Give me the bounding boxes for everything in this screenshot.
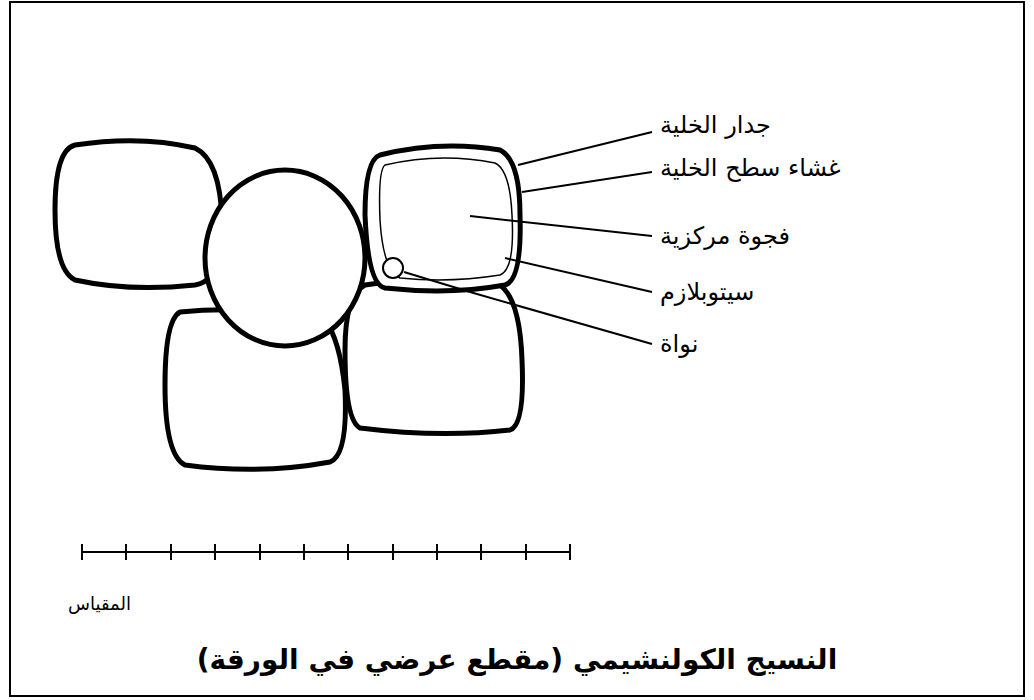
frame [10, 2, 1024, 696]
caption: النسيج الكولنشيمي (مقطع عرضي في الورقة) [197, 643, 837, 677]
leader-line [470, 292, 652, 344]
leader-line [404, 272, 470, 292]
leader-line [518, 132, 652, 165]
scale-bar [82, 544, 570, 560]
cell-wall [55, 141, 222, 288]
part-label: جدار الخلية [660, 111, 771, 140]
part-label: نواة [660, 330, 698, 359]
scale-label: المقياس [68, 593, 131, 615]
cell-wall [205, 170, 365, 346]
part-label: فجوة مركزية [660, 222, 790, 251]
leader-line [522, 172, 652, 192]
cell-wall [345, 280, 523, 434]
nucleus [383, 258, 403, 278]
part-label: سيتوبلازم [660, 278, 754, 307]
leader-line [505, 258, 652, 292]
leader-line [470, 216, 652, 236]
part-label: غشاء سطح الخلية [660, 154, 841, 183]
